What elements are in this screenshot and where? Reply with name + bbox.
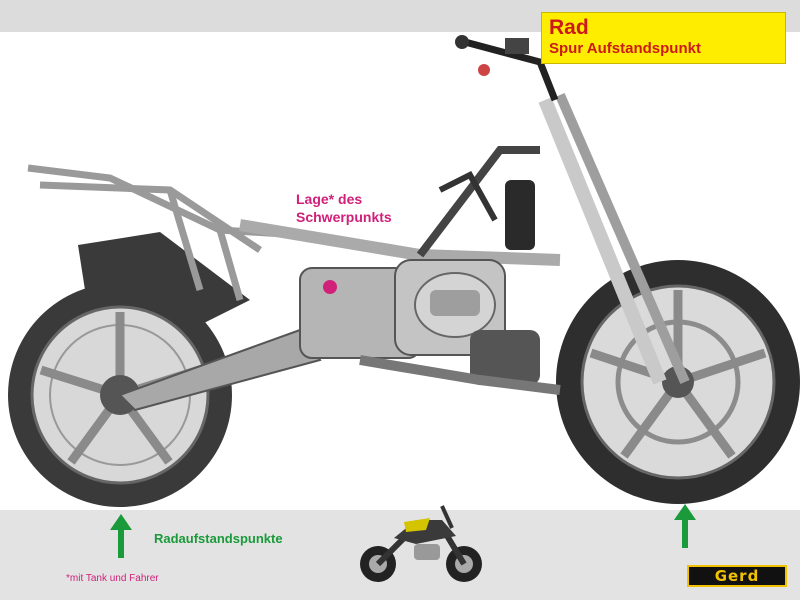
- bottom-strip: [0, 510, 800, 600]
- swingarm: [118, 328, 322, 412]
- contact-points-label: Radaufstandspunkte: [154, 531, 283, 546]
- motorcycle-illustration: [8, 35, 800, 507]
- center-of-gravity-label: Lage* des Schwerpunkts: [296, 190, 392, 226]
- front-frame: [416, 146, 540, 258]
- rear-contact-arrow-icon: [110, 514, 132, 558]
- title-box: Rad Spur Aufstandspunkt: [541, 12, 786, 64]
- gerd-logo: Gerd: [687, 565, 787, 587]
- engine: [299, 259, 561, 395]
- cg-label-line2: Schwerpunkts: [296, 209, 392, 225]
- cg-label-line1: Lage* des: [296, 191, 363, 207]
- motorcycle-thumbnail: [360, 505, 482, 582]
- title-sub: Spur Aufstandspunkt: [549, 40, 701, 57]
- center-of-gravity-dot: [323, 280, 337, 294]
- footnote: *mit Tank und Fahrer: [66, 573, 159, 584]
- handlebar: [455, 35, 559, 102]
- main-frame: [239, 219, 561, 266]
- front-fork: [538, 93, 690, 385]
- front-wheel: [556, 260, 800, 504]
- exhaust: [78, 232, 250, 325]
- title-main: Rad: [549, 16, 589, 39]
- front-contact-arrow-icon: [674, 504, 696, 548]
